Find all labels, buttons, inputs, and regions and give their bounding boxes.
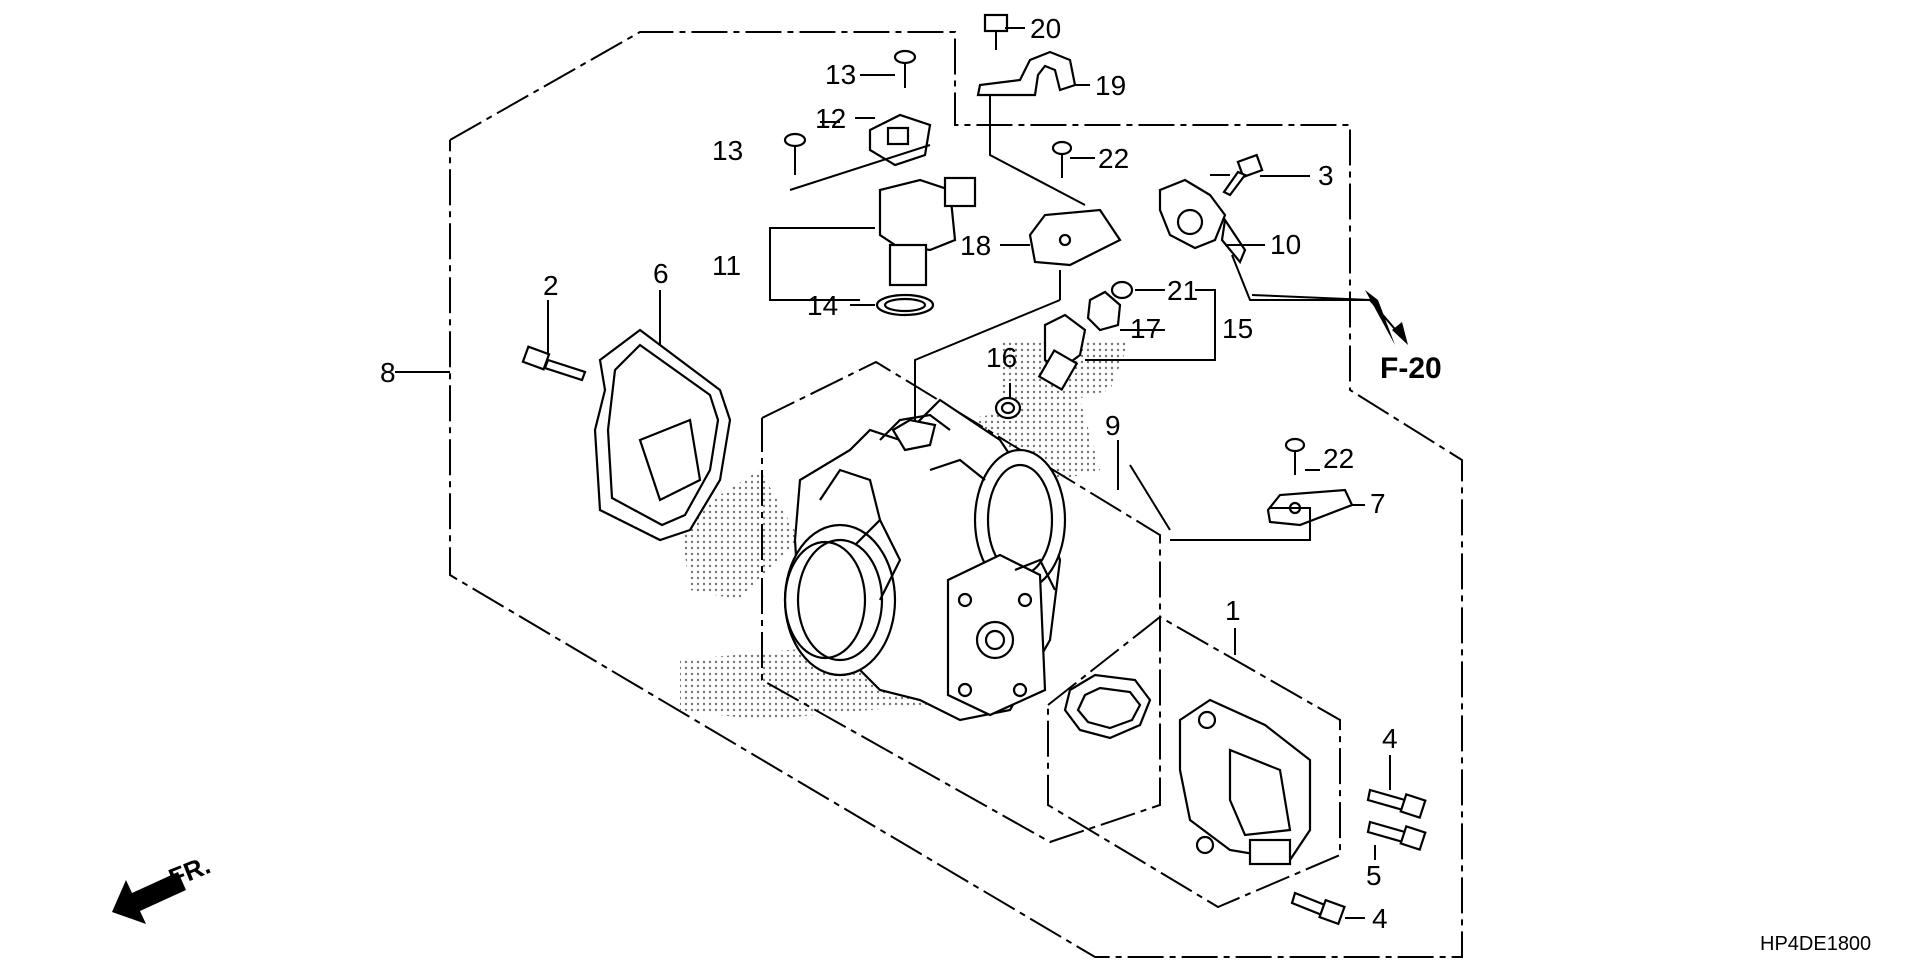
callout-4a: 4 — [1382, 723, 1398, 754]
part-20-bolt — [983, 13, 1009, 50]
part-17-seal — [1086, 290, 1122, 332]
part-3-bolt — [1222, 153, 1264, 197]
callout-5: 5 — [1366, 860, 1382, 891]
callout-17: 17 — [1130, 313, 1161, 344]
part-11-sensor — [878, 176, 977, 287]
leader-lines — [395, 27, 1395, 919]
part-12-bracket — [868, 113, 932, 167]
callout-3: 3 — [1318, 160, 1334, 191]
callout-14: 14 — [807, 290, 838, 321]
assembly-outline-1 — [1047, 615, 1341, 909]
callout-7: 7 — [1370, 488, 1386, 519]
part-16-seal — [994, 396, 1022, 420]
assembly-outline-8 — [449, 31, 1463, 958]
part-19-clamp — [976, 50, 1077, 97]
callout-1: 1 — [1225, 595, 1241, 626]
part-4-bolt-a — [1366, 788, 1427, 820]
reference-arrow — [1251, 294, 1408, 345]
callout-13b: 13 — [712, 135, 743, 166]
gasket — [1063, 673, 1152, 740]
callout-11: 11 — [712, 250, 741, 281]
assembly-outline-9 — [761, 360, 1161, 844]
reference-label: F-20 — [1380, 352, 1442, 385]
callout-12: 12 — [815, 103, 846, 134]
callout-18: 18 — [960, 230, 991, 261]
callout-labels: 1 2 3 4 4 5 6 7 8 9 10 11 12 13 13 14 15… — [380, 13, 1398, 934]
throttle-body — [783, 398, 1067, 722]
diagram-code: HP4DE1800 — [1760, 933, 1871, 955]
part-10-sensor — [1158, 178, 1247, 265]
part-21-o-ring — [1110, 280, 1134, 300]
part-2-bolt — [521, 345, 587, 382]
callout-16: 16 — [986, 342, 1017, 373]
front-direction-arrow — [112, 872, 186, 924]
part-18-plate — [1028, 208, 1122, 267]
part-13-screw-b — [783, 132, 807, 175]
part-5-bolt — [1366, 820, 1427, 852]
callout-22a: 22 — [1098, 143, 1129, 174]
callout-10: 10 — [1270, 229, 1301, 260]
callout-8: 8 — [380, 357, 396, 388]
callout-13a: 13 — [825, 59, 856, 90]
callout-6: 6 — [653, 258, 669, 289]
part-22-screw-a — [1051, 140, 1073, 178]
callout-21: 21 — [1167, 275, 1198, 306]
callout-15: 15 — [1222, 313, 1253, 344]
part-22-screw-b — [1284, 437, 1306, 475]
callout-2: 2 — [543, 270, 559, 301]
part-14-o-ring — [875, 293, 935, 317]
callout-4b: 4 — [1372, 903, 1388, 934]
callout-22b: 22 — [1323, 443, 1354, 474]
part-4-bolt-b — [1290, 891, 1346, 926]
part-6-cover — [593, 328, 732, 542]
callout-9: 9 — [1105, 410, 1121, 441]
part-15-injector — [1037, 313, 1087, 391]
callout-19: 19 — [1095, 70, 1126, 101]
part-1-sensor — [1178, 698, 1312, 866]
callout-20: 20 — [1030, 13, 1061, 44]
part-13-screw-a — [893, 49, 917, 88]
